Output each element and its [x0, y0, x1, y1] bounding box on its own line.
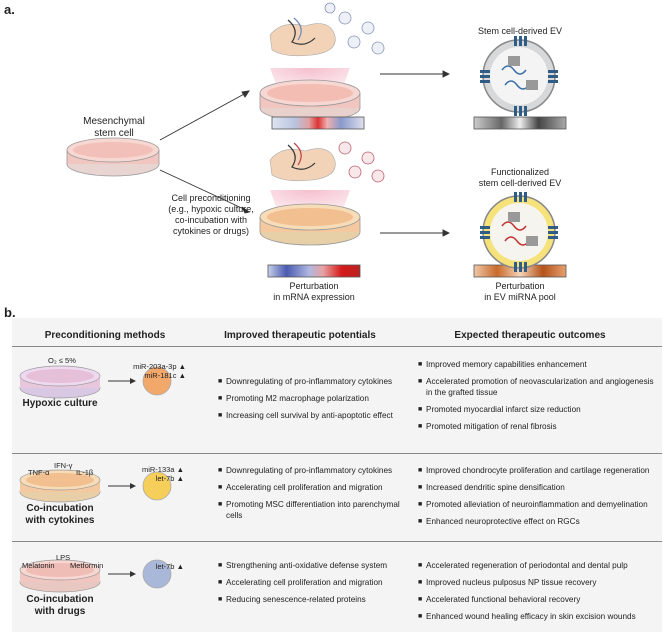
hypoxic-mirna-2: miR-181c ▲ [144, 371, 186, 380]
potential-item: ■Increasing cell survival by anti-apopto… [218, 411, 393, 421]
ev-drug [142, 559, 172, 589]
cytokine-tnf: TNF-α [28, 468, 50, 477]
hypoxic-potentials: ■Downregulating of pro-inflammatory cyto… [218, 377, 408, 428]
drug-melatonin: Melatonin [22, 561, 55, 570]
panel-a-label: a. [4, 2, 15, 17]
outcome-item: ■Accelerated regeneration of periodontal… [418, 561, 628, 570]
preconditioning-label: Cell preconditioning (e.g., hypoxic cult… [168, 193, 254, 236]
ev-top [480, 36, 558, 116]
outcome-item: ■Promoted myocardial infarct size reduct… [418, 404, 581, 414]
potential-item: ■Accelerating cell proliferation and mig… [218, 578, 383, 588]
drug-dish [19, 559, 101, 593]
potential-item: ■Promoting M2 macrophage polarization [218, 394, 369, 404]
ev-bottom-label: Functionalized stem cell-derived EV [478, 167, 562, 188]
outcome-item: ■Promoted mitigation of renal fibrosis [418, 421, 557, 431]
header-methods: Preconditioning methods [44, 330, 166, 341]
ev-hypoxic [142, 366, 172, 396]
potential-item: ■Reducing senescence-related proteins [218, 595, 366, 605]
header-potentials: Improved therapeutic potentials [224, 330, 376, 341]
top-molecules [324, 2, 385, 55]
header-rule [12, 346, 662, 347]
drug-title: Co-incubation with drugs [26, 594, 94, 617]
methods-table [12, 318, 662, 632]
hypoxic-condition: O₂ ≤ 5% [48, 356, 76, 365]
row-divider-2 [12, 541, 662, 542]
drug-potentials: ■Strengthening anti-oxidative defense sy… [218, 561, 408, 612]
bottom-molecules [338, 141, 385, 183]
potential-item: ■Strengthening anti-oxidative defense sy… [218, 561, 388, 570]
outcome-item: ■Promoted alleviation of neuroinflammati… [418, 500, 648, 510]
cytokine-dish [19, 469, 101, 503]
outcome-item: ■Increased dendritic spine densification [418, 483, 565, 493]
cytokine-mirna-2: let-7b ▲ [155, 474, 184, 483]
drug-outcomes: ■Accelerated regeneration of periodontal… [418, 561, 656, 629]
row-illustrations [19, 365, 172, 593]
cytokine-mirna-1: miR-133a ▲ [141, 465, 184, 474]
msc-dish [66, 137, 160, 177]
hypoxic-dish [19, 365, 101, 399]
msc-label: Mesenchymal stem cell [83, 116, 145, 139]
cytokine-ifn: IFN-γ [54, 461, 73, 470]
cytokine-potentials: ■Downregulating of pro-inflammatory cyto… [218, 466, 408, 528]
drug-mirna-1: let-7b ▲ [155, 562, 184, 571]
ev-top-label: Stem cell-derived EV [477, 26, 563, 36]
cytokine-outcomes: ■Improved chondrocyte proliferation and … [418, 466, 656, 534]
ev-bottom [480, 192, 558, 272]
outcome-item: ■Accelerated promotion of neovasculariza… [418, 377, 654, 397]
header-outcomes: Expected therapeutic outcomes [454, 330, 606, 341]
outcome-item: ■Enhanced neuroprotective effect on RGCs [418, 517, 580, 527]
ev-cytokine [142, 471, 172, 501]
potential-item: ■Downregulating of pro-inflammatory cyto… [218, 466, 393, 475]
outcome-item: ■Enhanced wound healing efficacy in skin… [418, 612, 636, 622]
mrna-bar-bottom [267, 264, 361, 278]
potential-item: ■Promoting MSC differentiation into pare… [218, 500, 400, 520]
potential-item: ■Downregulating of pro-inflammatory cyto… [218, 377, 393, 386]
outcome-item: ■Improved chondrocyte proliferation and … [418, 466, 650, 475]
hypoxic-mirna-1: miR-203a-3p ▲ [133, 362, 186, 371]
bottom-dish [259, 142, 361, 246]
top-dish [259, 17, 361, 122]
row-divider-1 [12, 453, 662, 454]
mirna-bar-top [473, 116, 567, 130]
drug-lps: LPS [56, 553, 71, 562]
mirna-perturbation-label: Perturbation in EV miRNA pool [484, 281, 556, 302]
mrna-bar-top [271, 116, 365, 130]
hypoxic-title: Hypoxic culture [22, 398, 98, 409]
mrna-perturbation-label: Perturbation in mRNA expression [273, 281, 355, 302]
panel-b-label: b. [4, 305, 16, 320]
hypoxic-outcomes: ■Improved memory capabilities enhancemen… [418, 360, 656, 439]
cytokine-il1b: IL-1β [76, 468, 94, 477]
panel-a-illustration [66, 2, 567, 278]
outcome-item: ■Accelerated functional behavioral recov… [418, 595, 581, 605]
outcome-item: ■Improved memory capabilities enhancemen… [418, 360, 587, 369]
msc-arrows [159, 70, 451, 237]
drug-metformin: Metformin [70, 561, 104, 570]
outcome-item: ■Improved nucleus pulposus NP tissue rec… [418, 578, 597, 588]
potential-item: ■Accelerating cell proliferation and mig… [218, 483, 383, 493]
cytokine-title: Co-incubation with cytokines [25, 503, 95, 526]
